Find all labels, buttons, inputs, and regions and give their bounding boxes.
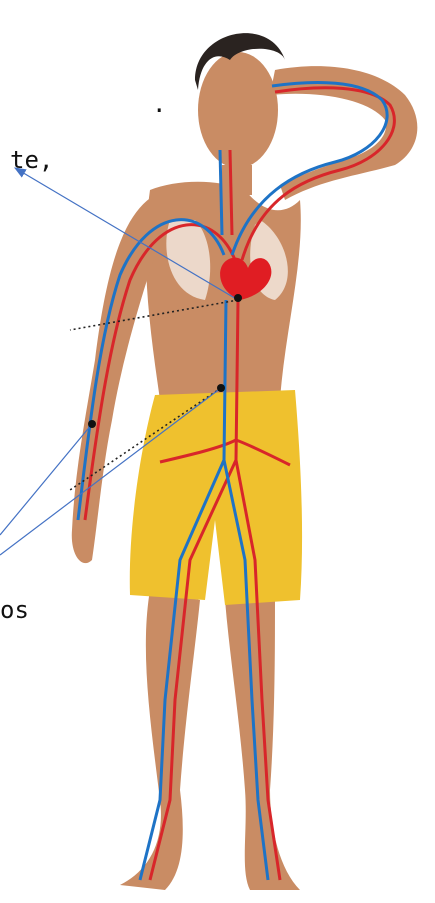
text-fragment-period: .	[152, 92, 166, 116]
shorts	[130, 390, 302, 605]
text-fragment-os: os	[0, 598, 29, 622]
legs	[120, 590, 300, 890]
text-fragment-te: te,	[10, 148, 53, 172]
head	[195, 33, 285, 195]
